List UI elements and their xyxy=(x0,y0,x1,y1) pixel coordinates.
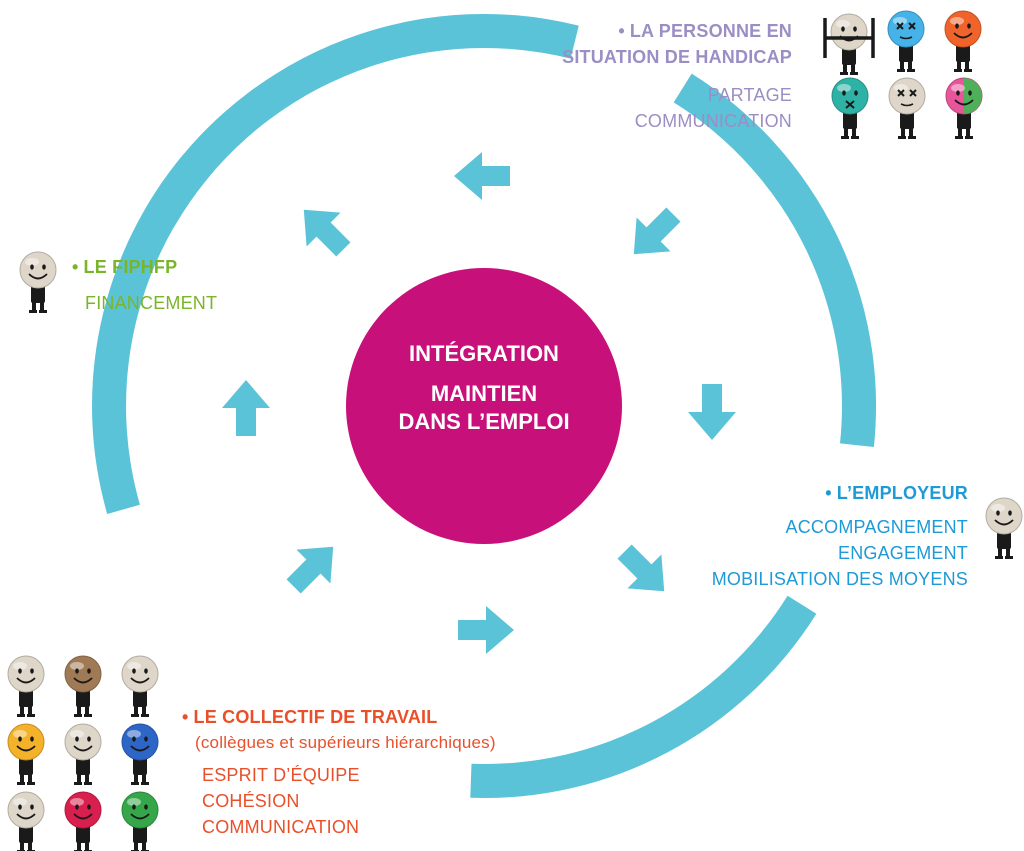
smiley-figures xyxy=(7,10,1023,851)
personne-bullet: • xyxy=(618,21,625,41)
collectif-title-text: LE COLLECTIF DE TRAVAIL xyxy=(193,707,438,727)
smiley-green-figure-icon xyxy=(121,791,159,851)
smiley-beige-figure-icon xyxy=(7,791,45,851)
arrow-top-right xyxy=(633,207,681,255)
center-line-maintien: MAINTIEN xyxy=(430,381,538,406)
ring-segment-left xyxy=(92,154,210,514)
smiley-blue-crossed-eyes-figure-icon xyxy=(887,10,925,72)
employeur-role-mobilisation: MOBILISATION DES MOYENS xyxy=(711,569,968,589)
center-label: INTÉGRATION MAINTIEN DANS L’EMPLOI xyxy=(348,340,620,436)
fiphfp-title: •LE FIPHFP xyxy=(72,254,217,280)
employeur-role-accompagnement: ACCOMPAGNEMENT xyxy=(785,517,968,537)
fiphfp-label: •LE FIPHFP FINANCEMENT xyxy=(72,254,217,316)
smiley-beige-crossed-eyes-figure-icon xyxy=(888,77,926,139)
personne-role-partage: PARTAGE xyxy=(707,85,792,105)
employeur-bullet: • xyxy=(825,483,832,503)
smiley-beige-figure-icon xyxy=(7,655,45,717)
smiley-orange-figure-icon xyxy=(944,10,982,72)
center-title: INTÉGRATION xyxy=(409,341,559,366)
ring-segment-right xyxy=(673,73,877,447)
fiphfp-role-financement: FINANCEMENT xyxy=(85,293,218,313)
employeur-label: •L’EMPLOYEUR ACCOMPAGNEMENT ENGAGEMENT M… xyxy=(660,480,968,592)
fiphfp-title-text: LE FIPHFP xyxy=(83,257,178,277)
smiley-blue-figure-icon xyxy=(121,723,159,785)
smiley-wheelchair-figure-icon xyxy=(823,13,875,75)
inward-arrows xyxy=(222,152,736,654)
center-line-emploi: DANS L’EMPLOI xyxy=(398,409,570,434)
collectif-title: •LE COLLECTIF DE TRAVAIL xyxy=(182,704,496,730)
smiley-pink-green-figure-icon xyxy=(945,77,983,139)
collectif-label: •LE COLLECTIF DE TRAVAIL (collègues et s… xyxy=(182,704,496,840)
personne-label: •LA PERSONNE EN SITUATION DE HANDICAP PA… xyxy=(540,18,792,134)
employeur-title-text: L’EMPLOYEUR xyxy=(836,483,968,503)
arrow-bottom-left xyxy=(286,546,334,594)
personne-title-line2: SITUATION DE HANDICAP xyxy=(562,47,792,67)
ring-segment-top xyxy=(144,13,579,227)
arrow-top xyxy=(454,152,510,200)
smiley-beige-figure-icon xyxy=(19,251,57,313)
personne-role-communication: COMMUNICATION xyxy=(634,111,792,131)
personne-title: •LA PERSONNE EN xyxy=(540,18,792,44)
arrow-left xyxy=(222,380,270,436)
smiley-red-figure-icon xyxy=(64,791,102,851)
arrow-bottom-right xyxy=(617,544,665,592)
employeur-role-engagement: ENGAGEMENT xyxy=(837,543,968,563)
cycle-ring xyxy=(92,13,877,799)
smiley-beige-figure-icon xyxy=(64,723,102,785)
smiley-beige-figure-icon xyxy=(121,655,159,717)
arrow-top-left xyxy=(303,209,351,257)
arrow-bottom xyxy=(458,606,514,654)
smiley-teal-mouth-crossed-figure-icon xyxy=(831,77,869,139)
smiley-yellow-figure-icon xyxy=(7,723,45,785)
personne-title-line1: LA PERSONNE EN xyxy=(629,21,792,41)
collectif-note: (collègues et supérieurs hiérarchiques) xyxy=(195,733,496,752)
arrow-right xyxy=(688,384,736,440)
center-circle xyxy=(346,268,622,544)
smiley-brown-figure-icon xyxy=(64,655,102,717)
collectif-role-communication: COMMUNICATION xyxy=(202,817,360,837)
collectif-role-esprit: ESPRIT D’ÉQUIPE xyxy=(202,765,360,785)
ring-segment-bottom xyxy=(470,595,817,799)
fiphfp-bullet: • xyxy=(72,257,79,277)
collectif-role-cohesion: COHÉSION xyxy=(202,791,300,811)
collectif-bullet: • xyxy=(182,707,189,727)
smiley-beige-figure-icon xyxy=(985,497,1023,559)
employeur-title: •L’EMPLOYEUR xyxy=(660,480,968,506)
